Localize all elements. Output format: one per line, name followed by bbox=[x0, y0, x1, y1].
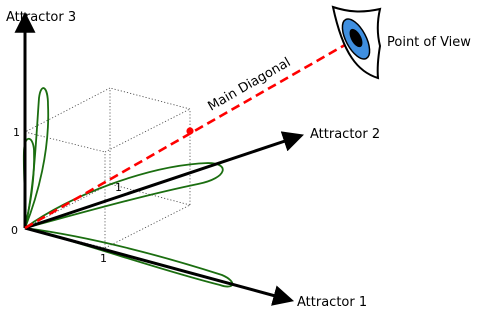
axis-label-attractor-3: Attractor 3 bbox=[6, 10, 76, 25]
origin-label: 0 bbox=[11, 224, 18, 237]
axes bbox=[14, 11, 304, 306]
tick-label-axis-1: 1 bbox=[100, 252, 107, 265]
main-diagonal-line bbox=[24, 40, 351, 230]
axis-label-attractor-2: Attractor 2 bbox=[310, 127, 380, 142]
eye-icon bbox=[331, 5, 382, 80]
curve-toward-attractor-2 bbox=[24, 162, 224, 229]
unit-point-marker bbox=[186, 127, 194, 135]
axis-attractor-1 bbox=[24, 226, 295, 306]
tick-label-vertical: 1 bbox=[13, 126, 20, 139]
axis-attractor-2 bbox=[24, 131, 304, 230]
viewpoint-label: Point of View bbox=[387, 35, 471, 50]
main-diagonal-label: Main Diagonal bbox=[206, 55, 294, 114]
tick-label-axis-2: 1 bbox=[115, 181, 122, 194]
axis-label-attractor-1: Attractor 1 bbox=[297, 295, 367, 310]
